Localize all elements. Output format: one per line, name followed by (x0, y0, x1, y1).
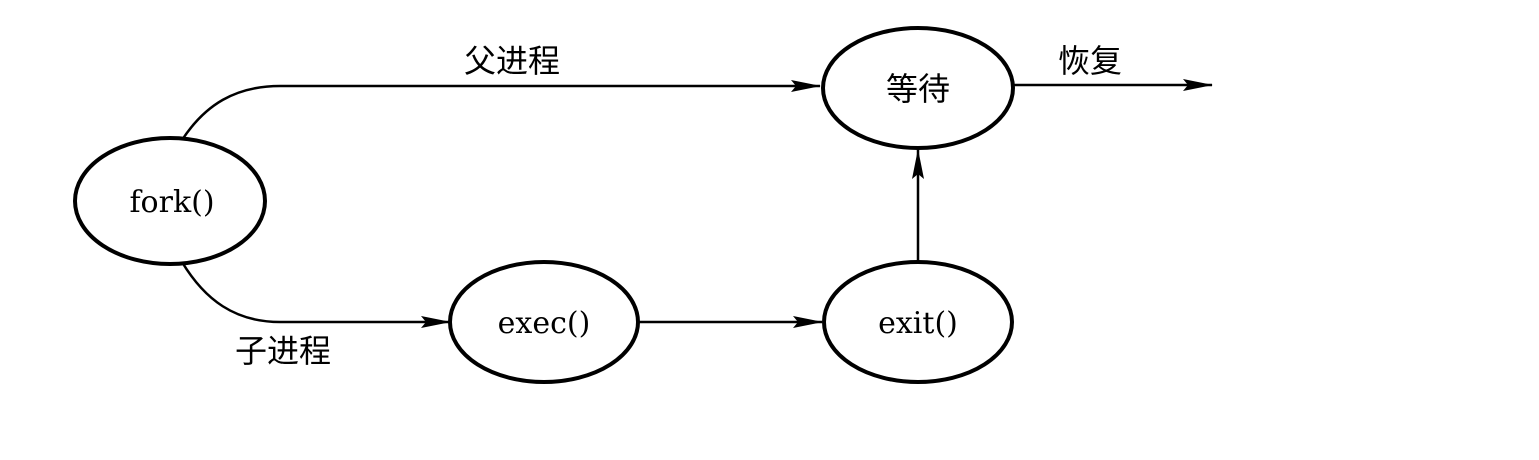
child-process-edge (180, 261, 451, 328)
exec-node-label: exec() (498, 306, 591, 341)
exec-node-shape (448, 260, 640, 384)
parent-process-label: 父进程 (464, 42, 560, 80)
exit-node-shape (822, 260, 1014, 384)
exec-node: exec() (448, 260, 640, 384)
exit-node-label: exit() (878, 306, 958, 341)
exit-node: exit() (822, 260, 1014, 384)
wait-node-shape (821, 26, 1015, 150)
child-process-label: 子进程 (235, 332, 331, 370)
resume-label: 恢复 (1058, 42, 1122, 80)
fork-node-label: fork() (129, 185, 214, 220)
fork-node: fork() (73, 136, 267, 266)
wait-node: 等待 (821, 26, 1015, 150)
wait-node-label: 等待 (886, 70, 950, 108)
fork-node-shape (73, 136, 267, 266)
parent-process-edge (180, 80, 821, 141)
